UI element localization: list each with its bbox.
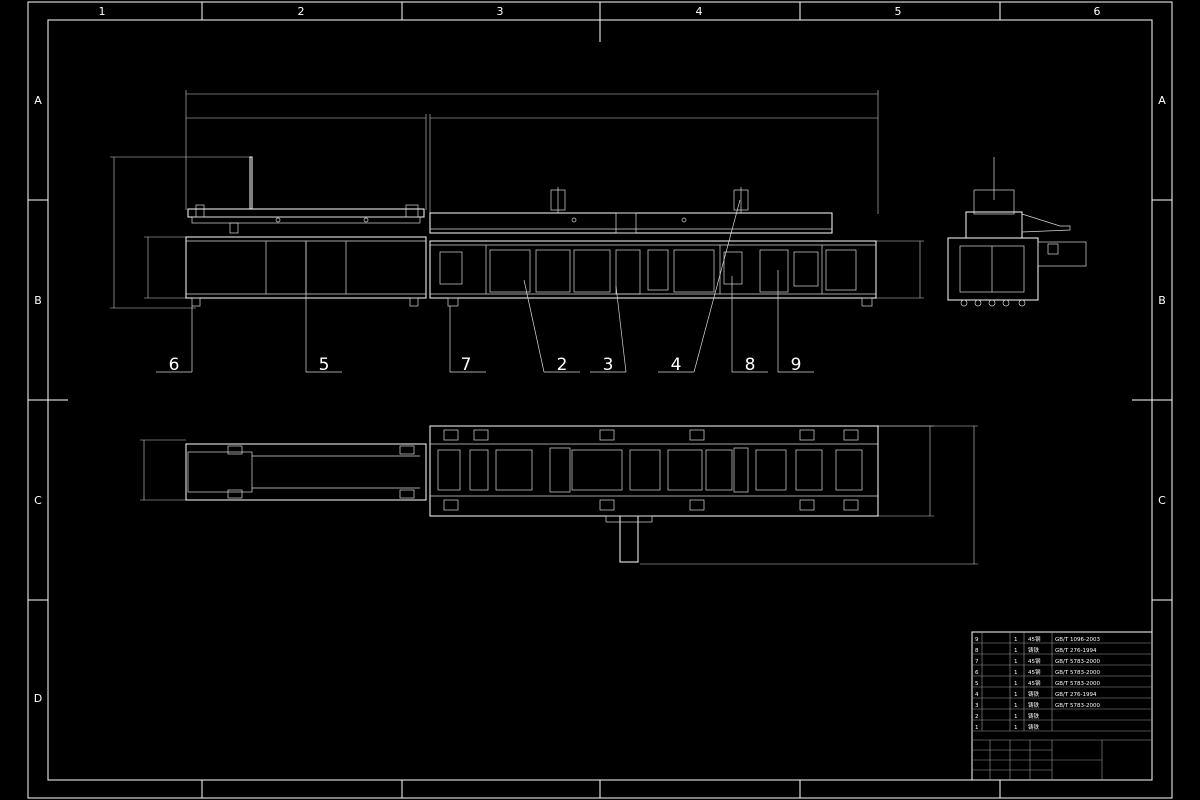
part-material: 铸铁 xyxy=(1028,690,1040,698)
part-number: 4 xyxy=(975,692,979,698)
column-label: 5 xyxy=(895,5,902,18)
parts-list-row: 9 1 45钢 GB/T 1096-2003 xyxy=(975,635,1100,643)
main-conveyor-frame xyxy=(429,187,877,307)
part-material: 铸铁 xyxy=(1028,701,1040,709)
part-qty: 1 xyxy=(1014,725,1018,731)
top-view-dimensions xyxy=(140,425,978,565)
part-standard: GB/T 1096-2003 xyxy=(1055,637,1100,643)
row-label: B xyxy=(34,294,42,307)
part-number: 1 xyxy=(975,725,979,731)
parts-list-row: 6 1 45钢 GB/T 5783-2000 xyxy=(975,668,1100,676)
part-number: 3 xyxy=(975,703,979,709)
parts-list-row: 7 1 45钢 GB/T 5783-2000 xyxy=(975,657,1100,665)
part-standard: GB/T 5783-2000 xyxy=(1055,670,1100,676)
part-balloon: 4 xyxy=(671,355,682,375)
parts-list-row: 8 1 铸铁 GB/T 276-1994 xyxy=(975,646,1097,654)
parts-list-row: 4 1 铸铁 GB/T 276-1994 xyxy=(975,690,1097,698)
parts-list-grid xyxy=(972,632,1152,780)
row-label: C xyxy=(34,494,42,507)
part-qty: 1 xyxy=(1014,692,1018,698)
column-label: 3 xyxy=(497,5,504,18)
top-view xyxy=(140,425,978,565)
part-qty: 1 xyxy=(1014,714,1018,720)
part-number: 7 xyxy=(975,659,979,665)
part-material: 45钢 xyxy=(1028,657,1041,665)
part-standard: GB/T 5783-2000 xyxy=(1055,681,1100,687)
part-qty: 1 xyxy=(1014,659,1018,665)
parts-list-row: 2 1 铸铁 xyxy=(975,712,1040,720)
side-view xyxy=(947,157,1087,307)
part-material: 45钢 xyxy=(1028,635,1041,643)
part-balloon: 5 xyxy=(319,355,330,375)
column-label: 6 xyxy=(1094,5,1101,18)
part-standard: GB/T 276-1994 xyxy=(1055,648,1097,654)
parts-list-rows: 9 1 45钢 GB/T 1096-2003 8 1 铸铁 GB/T 276-1… xyxy=(975,635,1100,731)
part-material: 铸铁 xyxy=(1028,646,1040,654)
part-qty: 1 xyxy=(1014,670,1018,676)
column-label: 4 xyxy=(696,5,703,18)
part-number: 2 xyxy=(975,714,979,720)
part-standard: GB/T 276-1994 xyxy=(1055,692,1097,698)
column-label: 1 xyxy=(99,5,106,18)
part-balloon: 2 xyxy=(557,355,568,375)
part-balloon: 8 xyxy=(745,355,756,375)
row-label: B xyxy=(1158,294,1166,307)
part-number: 9 xyxy=(975,637,979,643)
part-balloon: 9 xyxy=(791,355,802,375)
part-balloon: 7 xyxy=(461,355,472,375)
row-label: A xyxy=(1158,94,1166,107)
part-standard: GB/T 5783-2000 xyxy=(1055,703,1100,709)
row-label: A xyxy=(34,94,42,107)
part-standard: GB/T 5783-2000 xyxy=(1055,659,1100,665)
parts-list-row: 5 1 45钢 GB/T 5783-2000 xyxy=(975,679,1100,687)
front-view: 6 5 7 2 3 4 8 9 xyxy=(110,90,924,375)
part-number: 5 xyxy=(975,681,979,687)
front-view-dimensions xyxy=(110,90,924,309)
column-labels: 1 2 3 4 5 6 xyxy=(99,5,1101,18)
parts-list-row: 1 1 铸铁 xyxy=(975,723,1040,731)
column-label: 2 xyxy=(298,5,305,18)
drawing-frame xyxy=(27,1,1173,799)
part-qty: 1 xyxy=(1014,703,1018,709)
part-balloon: 3 xyxy=(603,355,614,375)
part-qty: 1 xyxy=(1014,648,1018,654)
part-number: 6 xyxy=(975,670,979,676)
title-block: 9 1 45钢 GB/T 1096-2003 8 1 铸铁 GB/T 276-1… xyxy=(971,631,1153,781)
part-qty: 1 xyxy=(1014,681,1018,687)
row-label: D xyxy=(34,692,42,705)
balloon-leaders xyxy=(156,199,814,373)
row-label: C xyxy=(1158,494,1166,507)
part-material: 铸铁 xyxy=(1028,723,1040,731)
part-balloons: 6 5 7 2 3 4 8 9 xyxy=(169,355,802,375)
part-material: 45钢 xyxy=(1028,679,1041,687)
part-material: 铸铁 xyxy=(1028,712,1040,720)
row-labels: A B C D A B C xyxy=(34,94,1166,705)
parts-list-row: 3 1 铸铁 GB/T 5783-2000 xyxy=(975,701,1100,709)
part-qty: 1 xyxy=(1014,637,1018,643)
part-number: 8 xyxy=(975,648,979,654)
part-material: 45钢 xyxy=(1028,668,1041,676)
part-balloon: 6 xyxy=(169,355,180,375)
